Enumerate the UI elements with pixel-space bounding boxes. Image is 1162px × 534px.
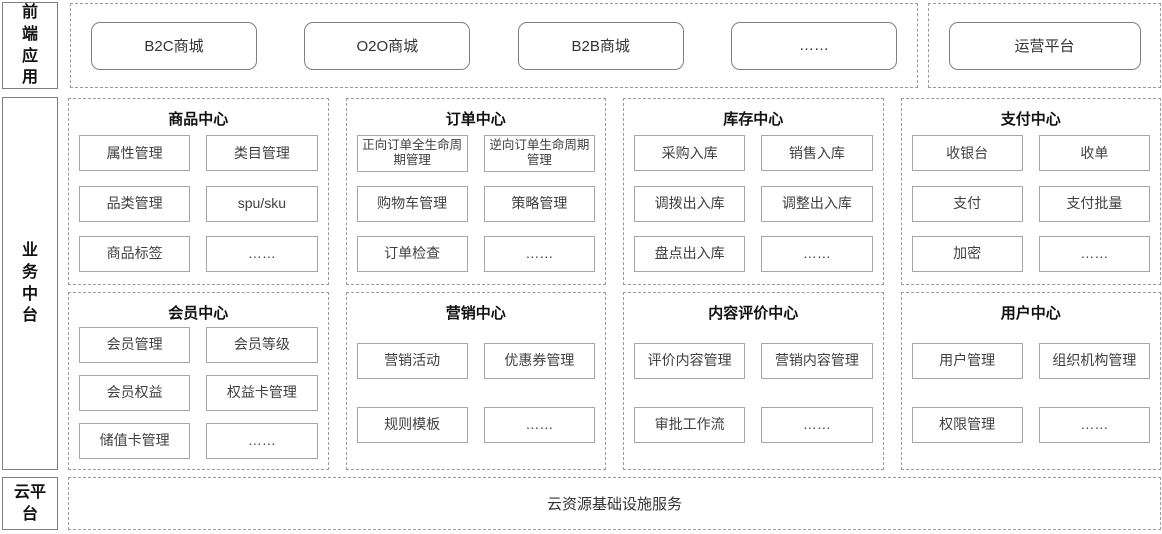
capability-box-more: …… bbox=[761, 235, 873, 272]
capability-box: 用户管理 bbox=[911, 343, 1023, 379]
operation-platform-container: 运营平台 bbox=[928, 3, 1161, 88]
layer-label-business: 业务中台 bbox=[2, 97, 58, 470]
section-title: 支付中心 bbox=[1000, 111, 1061, 128]
app-box-more: …… bbox=[730, 21, 897, 70]
app-box-b2c-mall: B2C商城 bbox=[91, 21, 257, 70]
cloud-infrastructure-strip: 云资源基础设施服务 bbox=[68, 477, 1161, 530]
capability-box: 营销活动 bbox=[356, 343, 468, 379]
capability-box: 盘点出入库 bbox=[634, 235, 746, 272]
section-items: 采购入库 销售入库 调拨出入库 调整出入库 盘点出入库 …… bbox=[632, 131, 875, 276]
capability-box: 支付 bbox=[911, 185, 1023, 222]
section-title: 用户中心 bbox=[1000, 305, 1061, 322]
frontend-apps-container: B2C商城 O2O商城 B2B商城 …… bbox=[70, 3, 918, 88]
section-items: 用户管理 组织机构管理 权限管理 …… bbox=[910, 325, 1153, 461]
capability-box: 购物车管理 bbox=[356, 185, 468, 222]
layer-label-cloud: 云平台 bbox=[2, 477, 58, 530]
capability-box: 收单 bbox=[1038, 135, 1150, 172]
capability-box: 品类管理 bbox=[79, 185, 191, 222]
section-product-center: 商品中心 属性管理 类目管理 品类管理 spu/sku 商品标签 …… bbox=[68, 98, 329, 285]
section-title: 库存中心 bbox=[723, 111, 784, 128]
section-title: 商品中心 bbox=[168, 111, 229, 128]
business-sections-grid: 商品中心 属性管理 类目管理 品类管理 spu/sku 商品标签 …… 订单中心… bbox=[68, 98, 1161, 470]
capability-box: 商品标签 bbox=[79, 235, 191, 272]
section-order-center: 订单中心 正向订单全生命周期管理 逆向订单生命周期管理 购物车管理 策略管理 订… bbox=[345, 98, 606, 285]
capability-box: 调拨出入库 bbox=[634, 185, 746, 222]
capability-box: 营销内容管理 bbox=[761, 343, 873, 379]
capability-box: 类目管理 bbox=[206, 135, 318, 172]
section-title: 内容评价中心 bbox=[708, 305, 799, 322]
capability-box: spu/sku bbox=[206, 185, 318, 222]
capability-box: 规则模板 bbox=[356, 407, 468, 443]
layer-label-frontend-text: 前端应用 bbox=[21, 4, 38, 87]
capability-box: 会员等级 bbox=[206, 327, 318, 363]
section-payment-center: 支付中心 收银台 收单 支付 支付批量 加密 …… bbox=[900, 98, 1161, 285]
capability-box: 会员管理 bbox=[79, 327, 191, 363]
section-items: 收银台 收单 支付 支付批量 加密 …… bbox=[910, 131, 1153, 276]
app-box-operation-platform: 运营平台 bbox=[948, 21, 1141, 70]
section-inventory-center: 库存中心 采购入库 销售入库 调拨出入库 调整出入库 盘点出入库 …… bbox=[623, 98, 884, 285]
capability-box: 策略管理 bbox=[483, 185, 595, 222]
app-box-o2o-mall: O2O商城 bbox=[304, 21, 471, 70]
capability-box: 收银台 bbox=[911, 135, 1023, 172]
capability-box: 审批工作流 bbox=[634, 407, 746, 443]
section-title: 订单中心 bbox=[445, 111, 506, 128]
app-box-b2b-mall: B2B商城 bbox=[517, 21, 684, 70]
capability-box: 属性管理 bbox=[79, 135, 191, 172]
section-member-center: 会员中心 会员管理 会员等级 会员权益 权益卡管理 储值卡管理 …… bbox=[68, 292, 329, 470]
section-items: 营销活动 优惠券管理 规则模板 …… bbox=[355, 325, 598, 461]
section-items: 正向订单全生命周期管理 逆向订单生命周期管理 购物车管理 策略管理 订单检查 …… bbox=[355, 131, 598, 276]
capability-box: 采购入库 bbox=[634, 135, 746, 172]
capability-box: 支付批量 bbox=[1038, 185, 1150, 222]
capability-box-more: …… bbox=[1038, 235, 1150, 272]
layer-label-cloud-text: 云平台 bbox=[13, 483, 46, 523]
section-items: 属性管理 类目管理 品类管理 spu/sku 商品标签 …… bbox=[77, 131, 320, 276]
capability-box: 储值卡管理 bbox=[79, 423, 191, 459]
section-content-review-center: 内容评价中心 评价内容管理 营销内容管理 审批工作流 …… bbox=[623, 292, 884, 470]
capability-box: 正向订单全生命周期管理 bbox=[356, 135, 468, 172]
capability-box: 优惠券管理 bbox=[483, 343, 595, 379]
capability-box: 权益卡管理 bbox=[206, 375, 318, 411]
capability-box-more: …… bbox=[483, 235, 595, 272]
capability-box-more: …… bbox=[1038, 407, 1150, 443]
capability-box-more: …… bbox=[206, 235, 318, 272]
capability-box: 会员权益 bbox=[79, 375, 191, 411]
section-title: 营销中心 bbox=[445, 305, 506, 322]
capability-box: 订单检查 bbox=[356, 235, 468, 272]
section-marketing-center: 营销中心 营销活动 优惠券管理 规则模板 …… bbox=[345, 292, 606, 470]
capability-box-more: …… bbox=[206, 423, 318, 459]
section-title: 会员中心 bbox=[168, 305, 229, 322]
capability-box-more: …… bbox=[483, 407, 595, 443]
layer-label-business-text: 业务中台 bbox=[21, 242, 38, 325]
capability-box: 逆向订单生命周期管理 bbox=[483, 135, 595, 172]
capability-box: 加密 bbox=[911, 235, 1023, 272]
capability-box: 评价内容管理 bbox=[634, 343, 746, 379]
section-items: 会员管理 会员等级 会员权益 权益卡管理 储值卡管理 …… bbox=[77, 325, 320, 461]
section-user-center: 用户中心 用户管理 组织机构管理 权限管理 …… bbox=[900, 292, 1161, 470]
section-items: 评价内容管理 营销内容管理 审批工作流 …… bbox=[632, 325, 875, 461]
capability-box: 权限管理 bbox=[911, 407, 1023, 443]
capability-box: 调整出入库 bbox=[761, 185, 873, 222]
capability-box: 组织机构管理 bbox=[1038, 343, 1150, 379]
capability-box-more: …… bbox=[761, 407, 873, 443]
capability-box: 销售入库 bbox=[761, 135, 873, 172]
layer-label-frontend: 前端应用 bbox=[2, 2, 58, 89]
cloud-service-label: 云资源基础设施服务 bbox=[546, 496, 682, 513]
